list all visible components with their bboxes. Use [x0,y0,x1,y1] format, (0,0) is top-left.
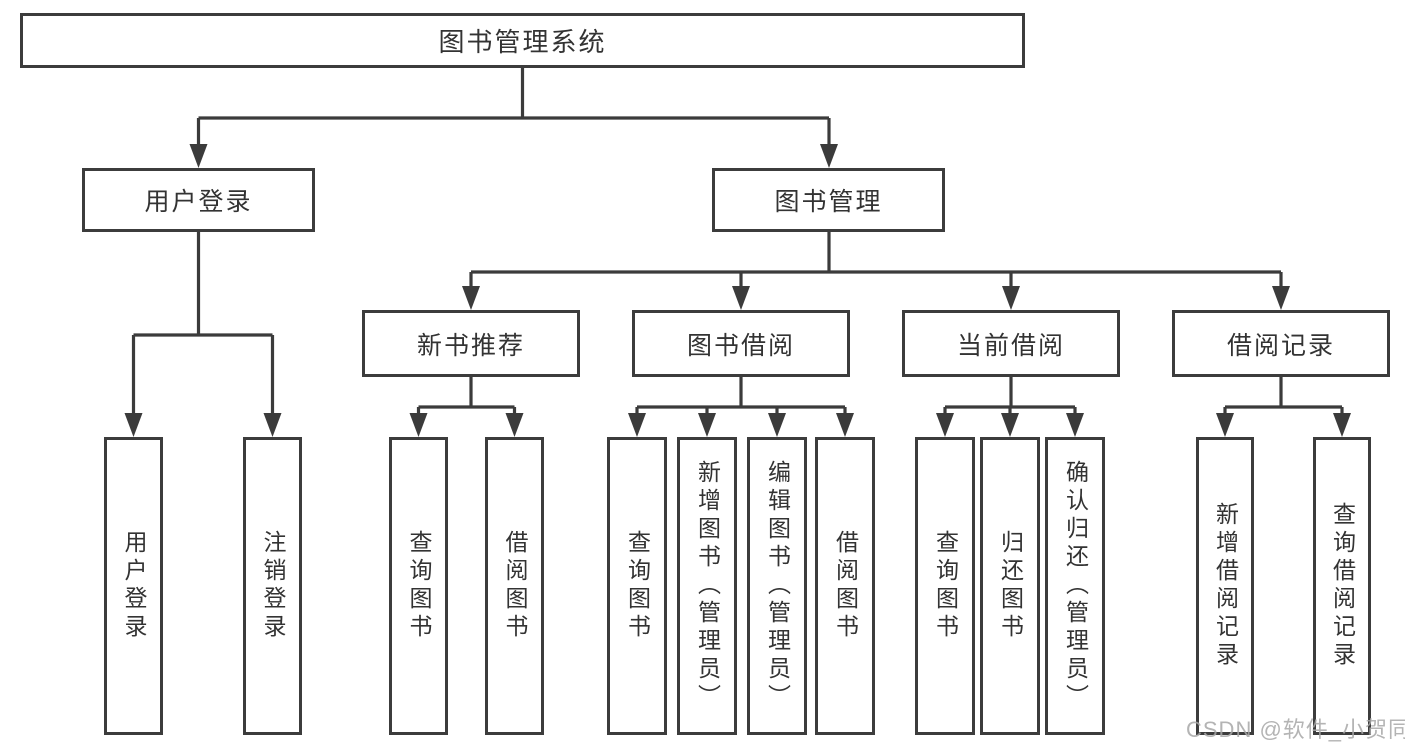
node-label: 新书推荐 [416,331,525,360]
node-label: 编辑图书（管理员） [764,460,791,712]
connector-current-to-leaves [936,377,1084,437]
node-leaf-add-books-admin: 新增图书（管理员） [677,437,737,735]
node-book-borrowing: 图书借阅 [632,310,850,377]
node-label: 图书管理系统 [438,27,607,57]
node-label: 用户登录 [144,188,253,216]
node-label: 归还图书 [997,530,1024,642]
connector-login-to-leaves [124,232,282,437]
node-new-book-recommendation: 新书推荐 [362,310,580,377]
node-leaf-return-books: 归还图书 [980,437,1040,735]
node-label: 借阅图书 [832,530,859,642]
node-book-management: 图书管理 [712,168,945,232]
node-leaf-edit-books-admin: 编辑图书（管理员） [747,437,807,735]
node-label: 图书借阅 [686,331,795,360]
node-leaf-confirm-return-admin: 确认归还（管理员） [1045,437,1105,735]
node-label: 借阅图书 [502,530,528,642]
csdn-watermark: CSDN @软件_小贺同学 [1186,717,1405,742]
node-label: 确认归还（管理员） [1062,460,1089,712]
node-leaf-borrow-books: 借阅图书 [815,437,875,735]
node-leaf-logout: 注销登录 [243,437,302,735]
connector-records-to-leaves [1216,377,1351,437]
node-label: 当前借阅 [956,331,1065,360]
node-leaf-query-books-recommend: 查询图书 [389,437,448,735]
node-label: 注销登录 [260,530,286,642]
node-label: 查询图书 [406,530,432,642]
connector-root-to-level2 [189,68,838,168]
node-label: 新增借阅记录 [1212,502,1239,670]
connector-recommend-to-leaves [409,377,524,437]
node-library-management-system: 图书管理系统 [20,13,1025,68]
node-label: 查询图书 [624,530,651,642]
node-leaf-query-books-current: 查询图书 [915,437,975,735]
node-leaf-user-login: 用户登录 [104,437,163,735]
node-label: 查询图书 [932,530,959,642]
node-label: 查询借阅记录 [1329,502,1356,670]
node-user-login: 用户登录 [82,168,315,232]
connector-mgmt-to-level3 [462,232,1290,310]
node-current-borrowing: 当前借阅 [902,310,1120,377]
node-borrowing-records: 借阅记录 [1172,310,1390,377]
node-leaf-query-borrow-record: 查询借阅记录 [1313,437,1371,735]
node-leaf-add-borrow-record: 新增借阅记录 [1196,437,1254,735]
node-leaf-borrow-books-recommend: 借阅图书 [485,437,544,735]
node-label: 新增图书（管理员） [694,460,721,712]
connector-borrow-to-leaves [628,377,854,437]
node-label: 借阅记录 [1226,331,1335,360]
node-label: 用户登录 [121,530,147,642]
node-label: 图书管理 [774,188,883,216]
node-leaf-query-books-borrow: 查询图书 [607,437,667,735]
